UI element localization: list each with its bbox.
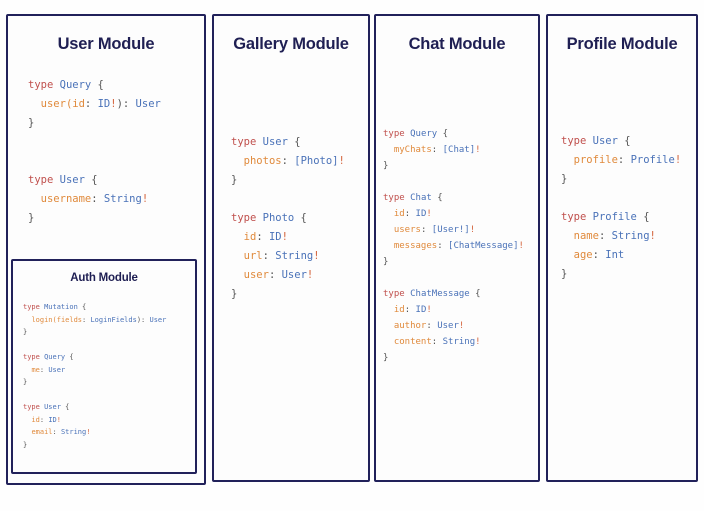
panel-title-auth-module: Auth Module bbox=[70, 272, 138, 284]
code-line: content: String! bbox=[393, 337, 481, 347]
code-line: age: Int bbox=[573, 249, 625, 261]
code-line: me: User bbox=[31, 365, 66, 374]
code-line-blank bbox=[231, 190, 368, 209]
code-line: type Query { bbox=[28, 79, 104, 91]
code-line: messages: [ChatMessage]! bbox=[393, 241, 524, 251]
code-line: user(id: ID!): User bbox=[40, 98, 161, 110]
code-line: } bbox=[28, 117, 35, 129]
code-line: id: ID! bbox=[243, 231, 288, 243]
code-line-blank bbox=[23, 389, 195, 402]
code-line: } bbox=[561, 173, 568, 185]
code-line: url: String! bbox=[243, 250, 320, 262]
code-block-gallery-module: type User { photos: [Photo]!} type Photo … bbox=[231, 133, 368, 304]
code-line: type ChatMessage { bbox=[383, 289, 481, 299]
code-line: type Profile { bbox=[561, 211, 650, 223]
code-line: email: String! bbox=[31, 428, 91, 436]
code-line: } bbox=[383, 353, 389, 363]
code-line: login(fields: LoginFields): User bbox=[31, 315, 167, 324]
code-line: type Photo { bbox=[231, 212, 307, 224]
code-line-blank bbox=[28, 133, 204, 152]
code-line: photos: [Photo]! bbox=[243, 155, 345, 167]
panel-title-user-module: User Module bbox=[57, 35, 155, 53]
code-block-chat-module: type Query { myChats: [Chat]!} type Chat … bbox=[383, 126, 538, 366]
panel-profile-module[interactable]: Profile Module type User { profile: Prof… bbox=[546, 14, 698, 482]
code-line: username: String! bbox=[40, 193, 149, 205]
code-line: } bbox=[23, 328, 28, 336]
code-line: id: ID! bbox=[31, 415, 61, 424]
code-block-auth-module: type Mutation { login(fields: LoginField… bbox=[23, 301, 195, 451]
panel-chat-module[interactable]: Chat Module type Query { myChats: [Chat]… bbox=[374, 14, 540, 482]
code-line: id: ID! bbox=[393, 305, 432, 315]
panel-title-profile-module: Profile Module bbox=[566, 35, 678, 53]
code-line: } bbox=[383, 161, 389, 171]
code-line-blank bbox=[383, 270, 538, 286]
code-line: } bbox=[28, 212, 35, 224]
code-line: } bbox=[23, 378, 28, 386]
panel-title-gallery-module: Gallery Module bbox=[233, 35, 349, 53]
code-line: myChats: [Chat]! bbox=[393, 145, 481, 155]
code-line: users: [User!]! bbox=[393, 225, 476, 235]
code-line-blank bbox=[561, 189, 696, 208]
code-block-profile-module: type User { profile: Profile!} type Profi… bbox=[561, 132, 696, 284]
code-line-blank bbox=[383, 174, 538, 190]
code-line-blank bbox=[28, 152, 204, 171]
panel-gallery-module[interactable]: Gallery Module type User { photos: [Phot… bbox=[212, 14, 370, 482]
code-line: name: String! bbox=[573, 230, 656, 242]
code-line: type Query { bbox=[23, 353, 74, 361]
code-line: type User { bbox=[23, 403, 70, 411]
code-line: type Mutation { bbox=[23, 303, 87, 311]
code-line: } bbox=[383, 257, 389, 267]
code-line: } bbox=[231, 288, 238, 300]
code-line: type User { bbox=[28, 174, 98, 186]
code-line: type User { bbox=[561, 135, 631, 147]
panel-title-chat-module: Chat Module bbox=[408, 35, 506, 53]
code-line-blank bbox=[23, 339, 195, 352]
code-line: id: ID! bbox=[393, 209, 432, 219]
panel-auth-module[interactable]: Auth Module type Mutation { login(fields… bbox=[11, 259, 197, 474]
code-line: } bbox=[561, 268, 568, 280]
code-line: } bbox=[23, 440, 28, 449]
code-line: type Query { bbox=[383, 129, 449, 139]
code-line: } bbox=[231, 174, 238, 186]
code-line: type Chat { bbox=[383, 193, 443, 203]
code-line: author: User! bbox=[393, 321, 465, 331]
code-line: profile: Profile! bbox=[573, 154, 682, 166]
code-line: user: User! bbox=[243, 269, 314, 281]
code-line: type User { bbox=[231, 136, 301, 148]
code-block-user-module: type Query { user(id: ID!): User} type Us… bbox=[28, 76, 204, 228]
